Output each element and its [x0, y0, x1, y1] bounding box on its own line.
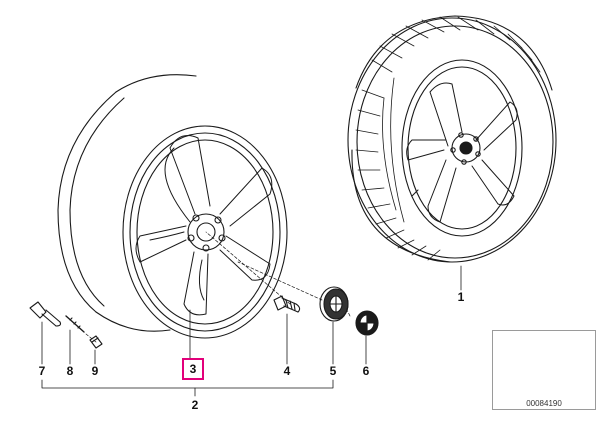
wheel-bolt: [273, 295, 301, 313]
callout-1[interactable]: 1: [457, 290, 465, 304]
complete-wheel-tire: [347, 15, 557, 263]
catalog-number: 00084190: [526, 399, 562, 408]
callout-3-highlight: [182, 358, 204, 380]
valve-cap: [89, 335, 103, 349]
callout-7[interactable]: 7: [38, 364, 46, 378]
emblem: [355, 310, 379, 336]
alloy-rim: [57, 74, 288, 339]
hub-cap: [319, 286, 349, 322]
vehicle-thumbnail: 00084190: [492, 330, 596, 410]
callout-2[interactable]: 2: [191, 398, 199, 412]
callout-9[interactable]: 9: [91, 364, 99, 378]
valve-insert: [65, 315, 85, 333]
callout-4[interactable]: 4: [283, 364, 291, 378]
callout-8[interactable]: 8: [66, 364, 74, 378]
callout-5[interactable]: 5: [329, 364, 337, 378]
callout-3[interactable]: 3: [189, 362, 197, 376]
callout-6[interactable]: 6: [362, 364, 370, 378]
tire-valve: [29, 301, 62, 327]
